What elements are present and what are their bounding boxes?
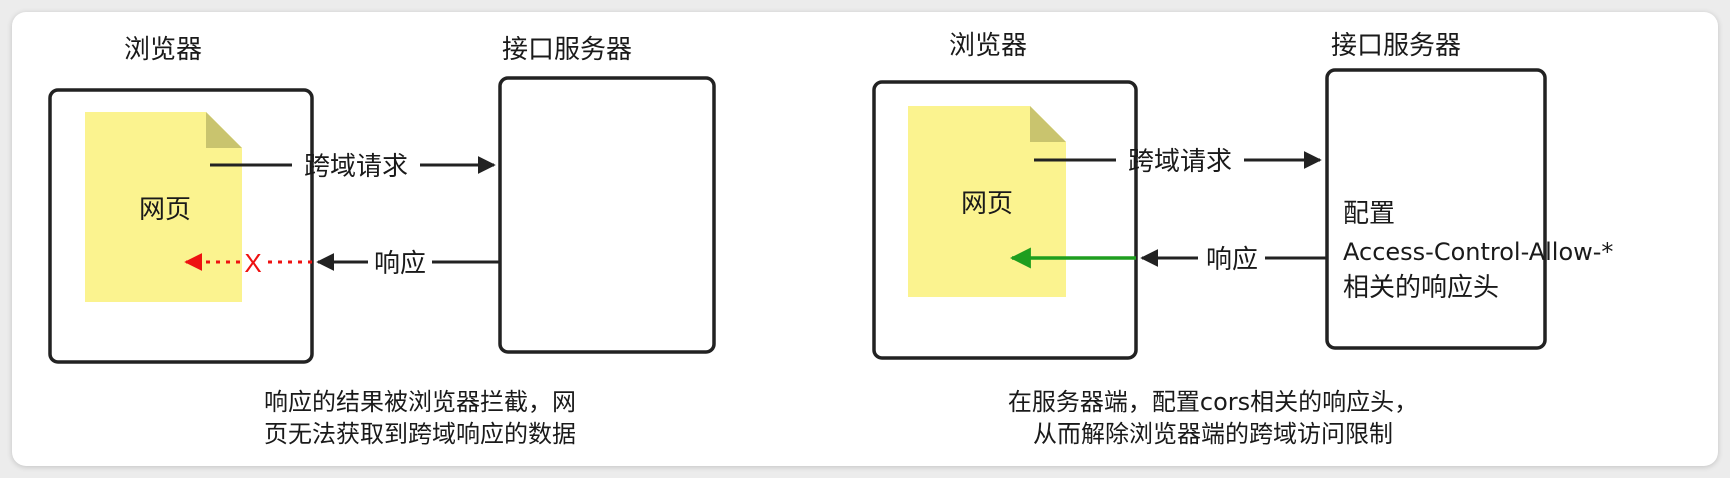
left-server-title: 接口服务器 [502, 35, 632, 65]
right-server-line3: 相关的响应头 [1343, 273, 1499, 303]
right-caption-line2: 从而解除浏览器端的跨域访问限制 [1033, 420, 1393, 448]
right-browser-title: 浏览器 [949, 31, 1027, 61]
left-page-document [85, 112, 242, 302]
right-caption-line1: 在服务器端，配置cors相关的响应头， [1008, 388, 1418, 416]
left-blocked-mark: X [244, 248, 261, 278]
left-request-label: 跨域请求 [304, 152, 408, 182]
right-server-line2: Access-Control-Allow-* [1343, 238, 1613, 266]
left-caption-line1: 响应的结果被浏览器拦截，网 [264, 388, 576, 416]
right-server-box [1325, 68, 1547, 350]
left-page-label: 网页 [139, 195, 191, 225]
right-page-label: 网页 [961, 189, 1013, 219]
left-browser-title: 浏览器 [124, 35, 202, 65]
left-caption-line2: 页无法获取到跨域响应的数据 [264, 420, 576, 448]
right-request-label: 跨域请求 [1128, 147, 1232, 177]
left-response-label: 响应 [374, 249, 426, 279]
right-response-label: 响应 [1206, 245, 1258, 275]
right-server-line1: 配置 [1343, 199, 1395, 229]
left-server-box [498, 76, 716, 354]
right-server-title: 接口服务器 [1331, 31, 1461, 61]
